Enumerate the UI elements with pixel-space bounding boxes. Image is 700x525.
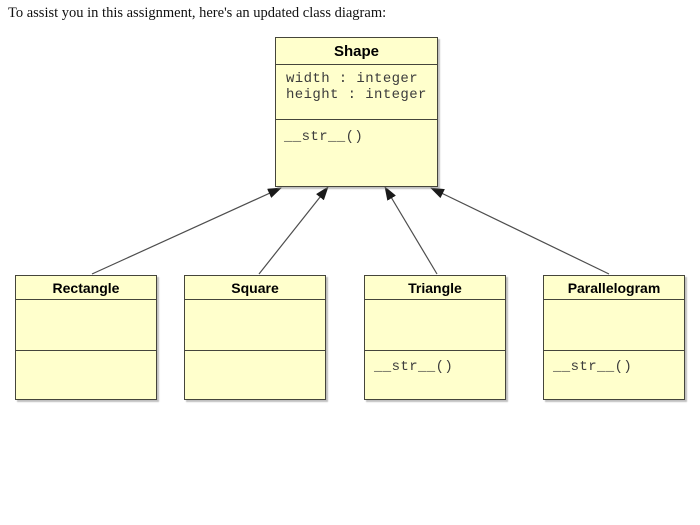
class-name-shape: Shape (276, 38, 437, 65)
method-row: __str__() (284, 129, 364, 145)
class-box-shape: Shape width : integer height : integer _… (275, 37, 438, 187)
class-name-triangle: Triangle (365, 276, 505, 300)
class-box-parallelogram: Parallelogram __str__() (543, 275, 685, 400)
attributes-section-rectangle (16, 300, 156, 351)
inheritance-arrow-triangle (384, 186, 438, 275)
attributes-section-square (185, 300, 325, 351)
class-name-square: Square (185, 276, 325, 300)
inheritance-arrow-rectangle (91, 187, 282, 275)
attributes-section-shape: width : integer height : integer (276, 65, 437, 120)
class-name-rectangle: Rectangle (16, 276, 156, 300)
attributes-section-triangle (365, 300, 505, 351)
class-name-parallelogram: Parallelogram (544, 276, 684, 300)
class-box-triangle: Triangle __str__() (364, 275, 506, 400)
inheritance-arrow-parallelogram (430, 187, 610, 275)
methods-section-rectangle (16, 351, 156, 399)
method-row: __str__() (374, 359, 454, 375)
methods-section-square (185, 351, 325, 399)
intro-text: To assist you in this assignment, here's… (8, 5, 387, 21)
class-box-rectangle: Rectangle (15, 275, 157, 400)
class-box-square: Square (184, 275, 326, 400)
methods-section-triangle: __str__() (365, 351, 505, 399)
inheritance-arrow-square (258, 186, 329, 275)
methods-section-parallelogram: __str__() (544, 351, 684, 399)
attribute-row: height : integer (286, 87, 427, 103)
methods-section-shape: __str__() (276, 120, 437, 186)
attributes-section-parallelogram (544, 300, 684, 351)
method-row: __str__() (553, 359, 633, 375)
attribute-row: width : integer (286, 71, 419, 87)
